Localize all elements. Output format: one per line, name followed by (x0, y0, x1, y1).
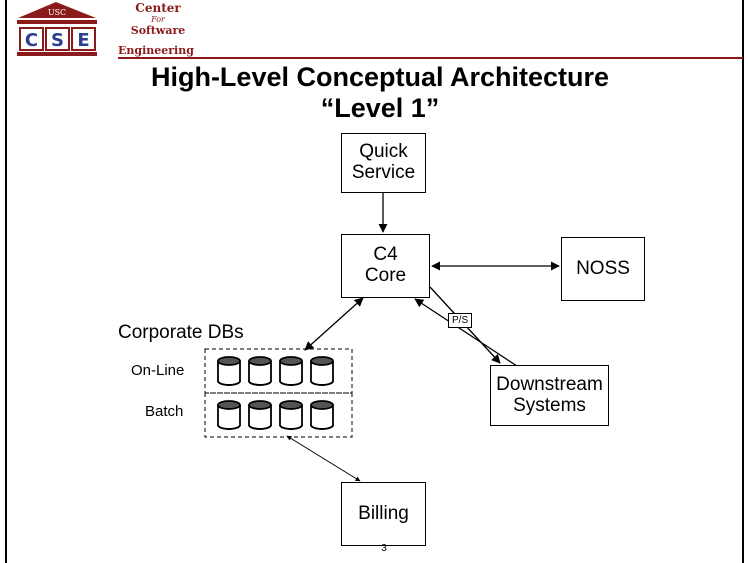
db-group-label: Corporate DBs (118, 322, 244, 343)
node-quick-service: Quick Service (341, 133, 426, 193)
logo-letter-c: C (25, 30, 38, 51)
logo-letter-s: S (51, 30, 64, 51)
org-name-engineering: Engineering (118, 44, 194, 56)
slide-title: High-Level Conceptual Architecture (150, 62, 610, 92)
node-downstream-systems: Downstream Systems (490, 365, 609, 426)
cse-logo: USC C S E (17, 2, 97, 56)
database-icon (279, 356, 303, 386)
database-icon (279, 400, 303, 430)
db-online-label: On-Line (131, 362, 185, 379)
header-rule (118, 57, 743, 59)
node-downstream-label: Downstream Systems (496, 373, 603, 416)
org-line-engineering: Engineering (118, 44, 194, 57)
slide-right-border (742, 0, 744, 563)
db-batch-label: Batch (145, 403, 184, 420)
database-icon (248, 356, 272, 386)
node-quick-service-label: Quick Service (351, 141, 416, 183)
node-noss-label: NOSS (576, 257, 630, 279)
node-noss: NOSS (561, 237, 645, 301)
node-billing: Billing (341, 482, 426, 546)
db-group-batch (204, 392, 353, 438)
node-billing-label: Billing (358, 502, 409, 524)
online-db-cylinders (217, 356, 334, 386)
org-name: Center For Software (118, 2, 198, 36)
connector-label-ps: P/S (448, 313, 473, 328)
org-line-center: Center (135, 1, 181, 15)
slide-subtitle: “Level 1” (320, 93, 440, 123)
database-icon (310, 400, 334, 430)
org-line-for: For (151, 15, 165, 24)
slide-left-border (5, 0, 7, 563)
org-line-software: Software (130, 24, 186, 37)
logo-banner-text: USC (48, 8, 66, 17)
arrow-downstream-to-core (414, 298, 521, 369)
database-icon (217, 356, 241, 386)
arrow-core-dbs (304, 297, 364, 351)
node-c4-core: C4 Core (341, 234, 430, 298)
db-group-online (204, 348, 353, 394)
database-icon (248, 400, 272, 430)
batch-db-cylinders (217, 400, 334, 430)
database-icon (310, 356, 334, 386)
database-icon (217, 400, 241, 430)
logo-letter-e: E (77, 30, 89, 51)
arrow-dbs-billing (286, 435, 361, 482)
node-c4-core-label: C4 Core (364, 244, 407, 286)
page-number: 3 (381, 543, 387, 554)
